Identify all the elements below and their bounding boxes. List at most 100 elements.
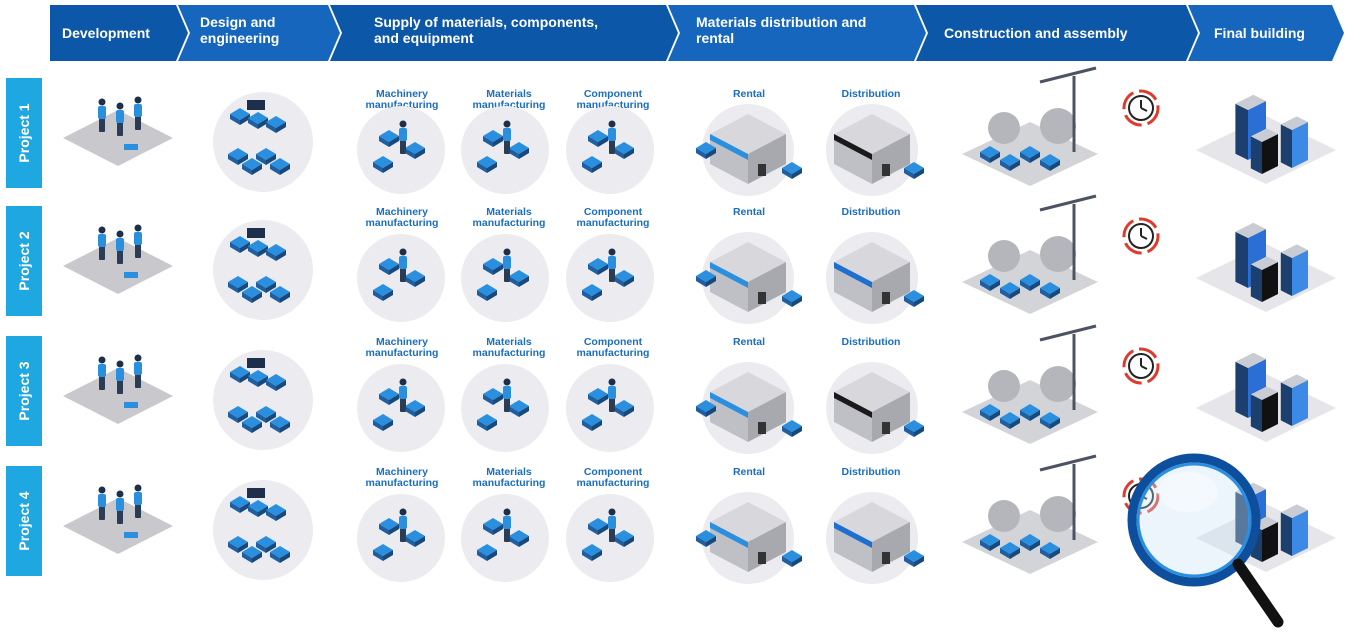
row2-final-tower-c-roof [1250,256,1278,270]
row1-clock-icon-ring [1122,89,1160,127]
sublabel-rental-3: Rental [732,336,766,348]
row3-rental-vehicle-b-left [782,426,792,437]
row2-final-tower-b-roof [1280,244,1308,258]
row3-design-desk-2-right [276,380,286,391]
row2-component-worker-head [608,248,616,256]
stage-chevron-design [178,5,340,61]
row2-machinery-m1-left [379,264,389,275]
row2-materials-m1-right [493,264,503,275]
row3-distribution-truck-right [914,426,924,437]
row2-clock-icon-ring [1122,217,1160,255]
row1-machinery-m1-right [389,136,399,147]
row1-design-ws-1-right [252,164,262,175]
row2-construction-block-0-right [990,280,1000,291]
row2-design-ws-1-right [252,292,262,303]
row2-dev-person-a-head [98,226,106,234]
row3-final-tower-a-side [1235,361,1248,418]
row2-component-m2-right [624,276,634,287]
row4-component-worker-body [608,516,616,529]
sublabel-materials-3: Materials manufacturing [472,336,546,359]
row1-design-ws-2-left [256,154,266,165]
sublabel-component-1: Component manufacturing [576,88,650,111]
row1-component-worker-body [608,128,616,141]
row3-construction-block-1-left [1000,418,1010,429]
row2-rental-warehouse-band [710,262,748,288]
row1-crane-jib [1039,66,1097,84]
row4-materials-m1-left [483,524,493,535]
row2-construction-block-1-right [1010,288,1020,299]
row1-rental-vehicle-b-right [792,168,802,179]
row4-dev-person-c-legs [135,504,141,518]
row2-rental-vehicle-b-right [792,296,802,307]
row1-materials-m3-left [477,162,487,173]
row1-rental-vehicle-b-left [782,168,792,179]
row4-distribution-warehouse-wall-left [834,522,872,572]
row2-final-tower-b-front [1292,250,1308,296]
row3-component-worker-body [608,386,616,399]
row2-design-desk-1-right [258,246,268,257]
row4-design-desk-0-left [230,502,240,513]
row1-materials-m2-left [509,148,519,159]
row3-component-m1-left [588,394,598,405]
row3-component-m3-right [592,420,602,431]
row3-dev-platform [63,368,173,424]
row3-design-ws-3-left [270,422,280,433]
row4-rental-vehicle-a-left [696,536,706,547]
row2-design-ws-2-right [266,282,276,293]
stage-chevron-construction [916,5,1198,61]
row1-component-m2-left [614,148,624,159]
stage-chevron-distribution-rental [668,5,926,61]
row4-component-worker-legs [609,528,615,542]
row1-machinery-m2-right [415,148,425,159]
row2-construction-smoke-b [1040,236,1076,272]
row4-final-tower-a-side [1235,491,1248,548]
row1-final-tower-c-roof [1250,128,1278,142]
row4-construction-smoke-b [1040,496,1076,532]
row4-distribution-warehouse-band [834,522,872,548]
row3-distribution-warehouse-wall-right [872,392,910,442]
row4-machinery-worker-body [399,516,407,529]
row1-machinery-worker-head [399,120,407,128]
row3-rental-vehicle-b-right [792,426,802,437]
row3-materials-m1-left [483,394,493,405]
row2-construction-block-2-right [1030,280,1040,291]
project-tab-4: Project 4 [6,466,42,576]
row3-machinery-worker-head [399,378,407,386]
row1-design-ws-0-left [228,154,238,165]
sublabel-distribution-3: Distribution [841,336,901,348]
row4-design-ws-2-left [256,542,266,553]
row3-machinery-worker-legs [400,398,406,412]
row3-design-desk-2-left [266,380,276,391]
row3-final-tower-b-side [1280,382,1292,426]
row4-machinery-m2-right [415,536,425,547]
row2-rental-warehouse-wall-left [710,262,748,312]
row4-construction-block-1-right [1010,548,1020,559]
row4-clock-icon-ring [1122,477,1160,515]
row3-construction-block-0-right [990,410,1000,421]
sublabel-distribution-1: Distribution [841,88,901,100]
row1-final-tower-c-side [1250,136,1262,174]
row1-final-tower-b-side [1280,124,1292,168]
row4-design-desk-2-right [276,510,286,521]
row3-rental-warehouse-wall-left [710,392,748,442]
row3-dev-person-c-legs [135,374,141,388]
row1-final-tower-b-front [1292,122,1308,168]
row2-design-desk-2-left [266,250,276,261]
row2-dev-person-c-legs [135,244,141,258]
project-tab-2: Project 2 [6,206,42,316]
row3-rental-warehouse-wall-right [748,392,786,442]
row3-dev-person-b-body [116,368,124,381]
row1-materials-worker-legs [504,140,510,154]
row2-machinery-m3-left [373,290,383,301]
row4-construction-block-0-left [980,540,990,551]
row3-design-monitor [247,358,265,368]
row1-dev-person-b-body [116,110,124,123]
row2-dev-person-a-legs [99,246,105,260]
row1-machinery-worker-body [399,128,407,141]
row4-rental-warehouse-wall-left [710,522,748,572]
row1-dev-person-c-legs [135,116,141,130]
row3-component-worker-legs [609,398,615,412]
row3-component-m1-right [598,394,608,405]
row4-component-m2-left [614,536,624,547]
row2-design-desk-0-left [230,242,240,253]
